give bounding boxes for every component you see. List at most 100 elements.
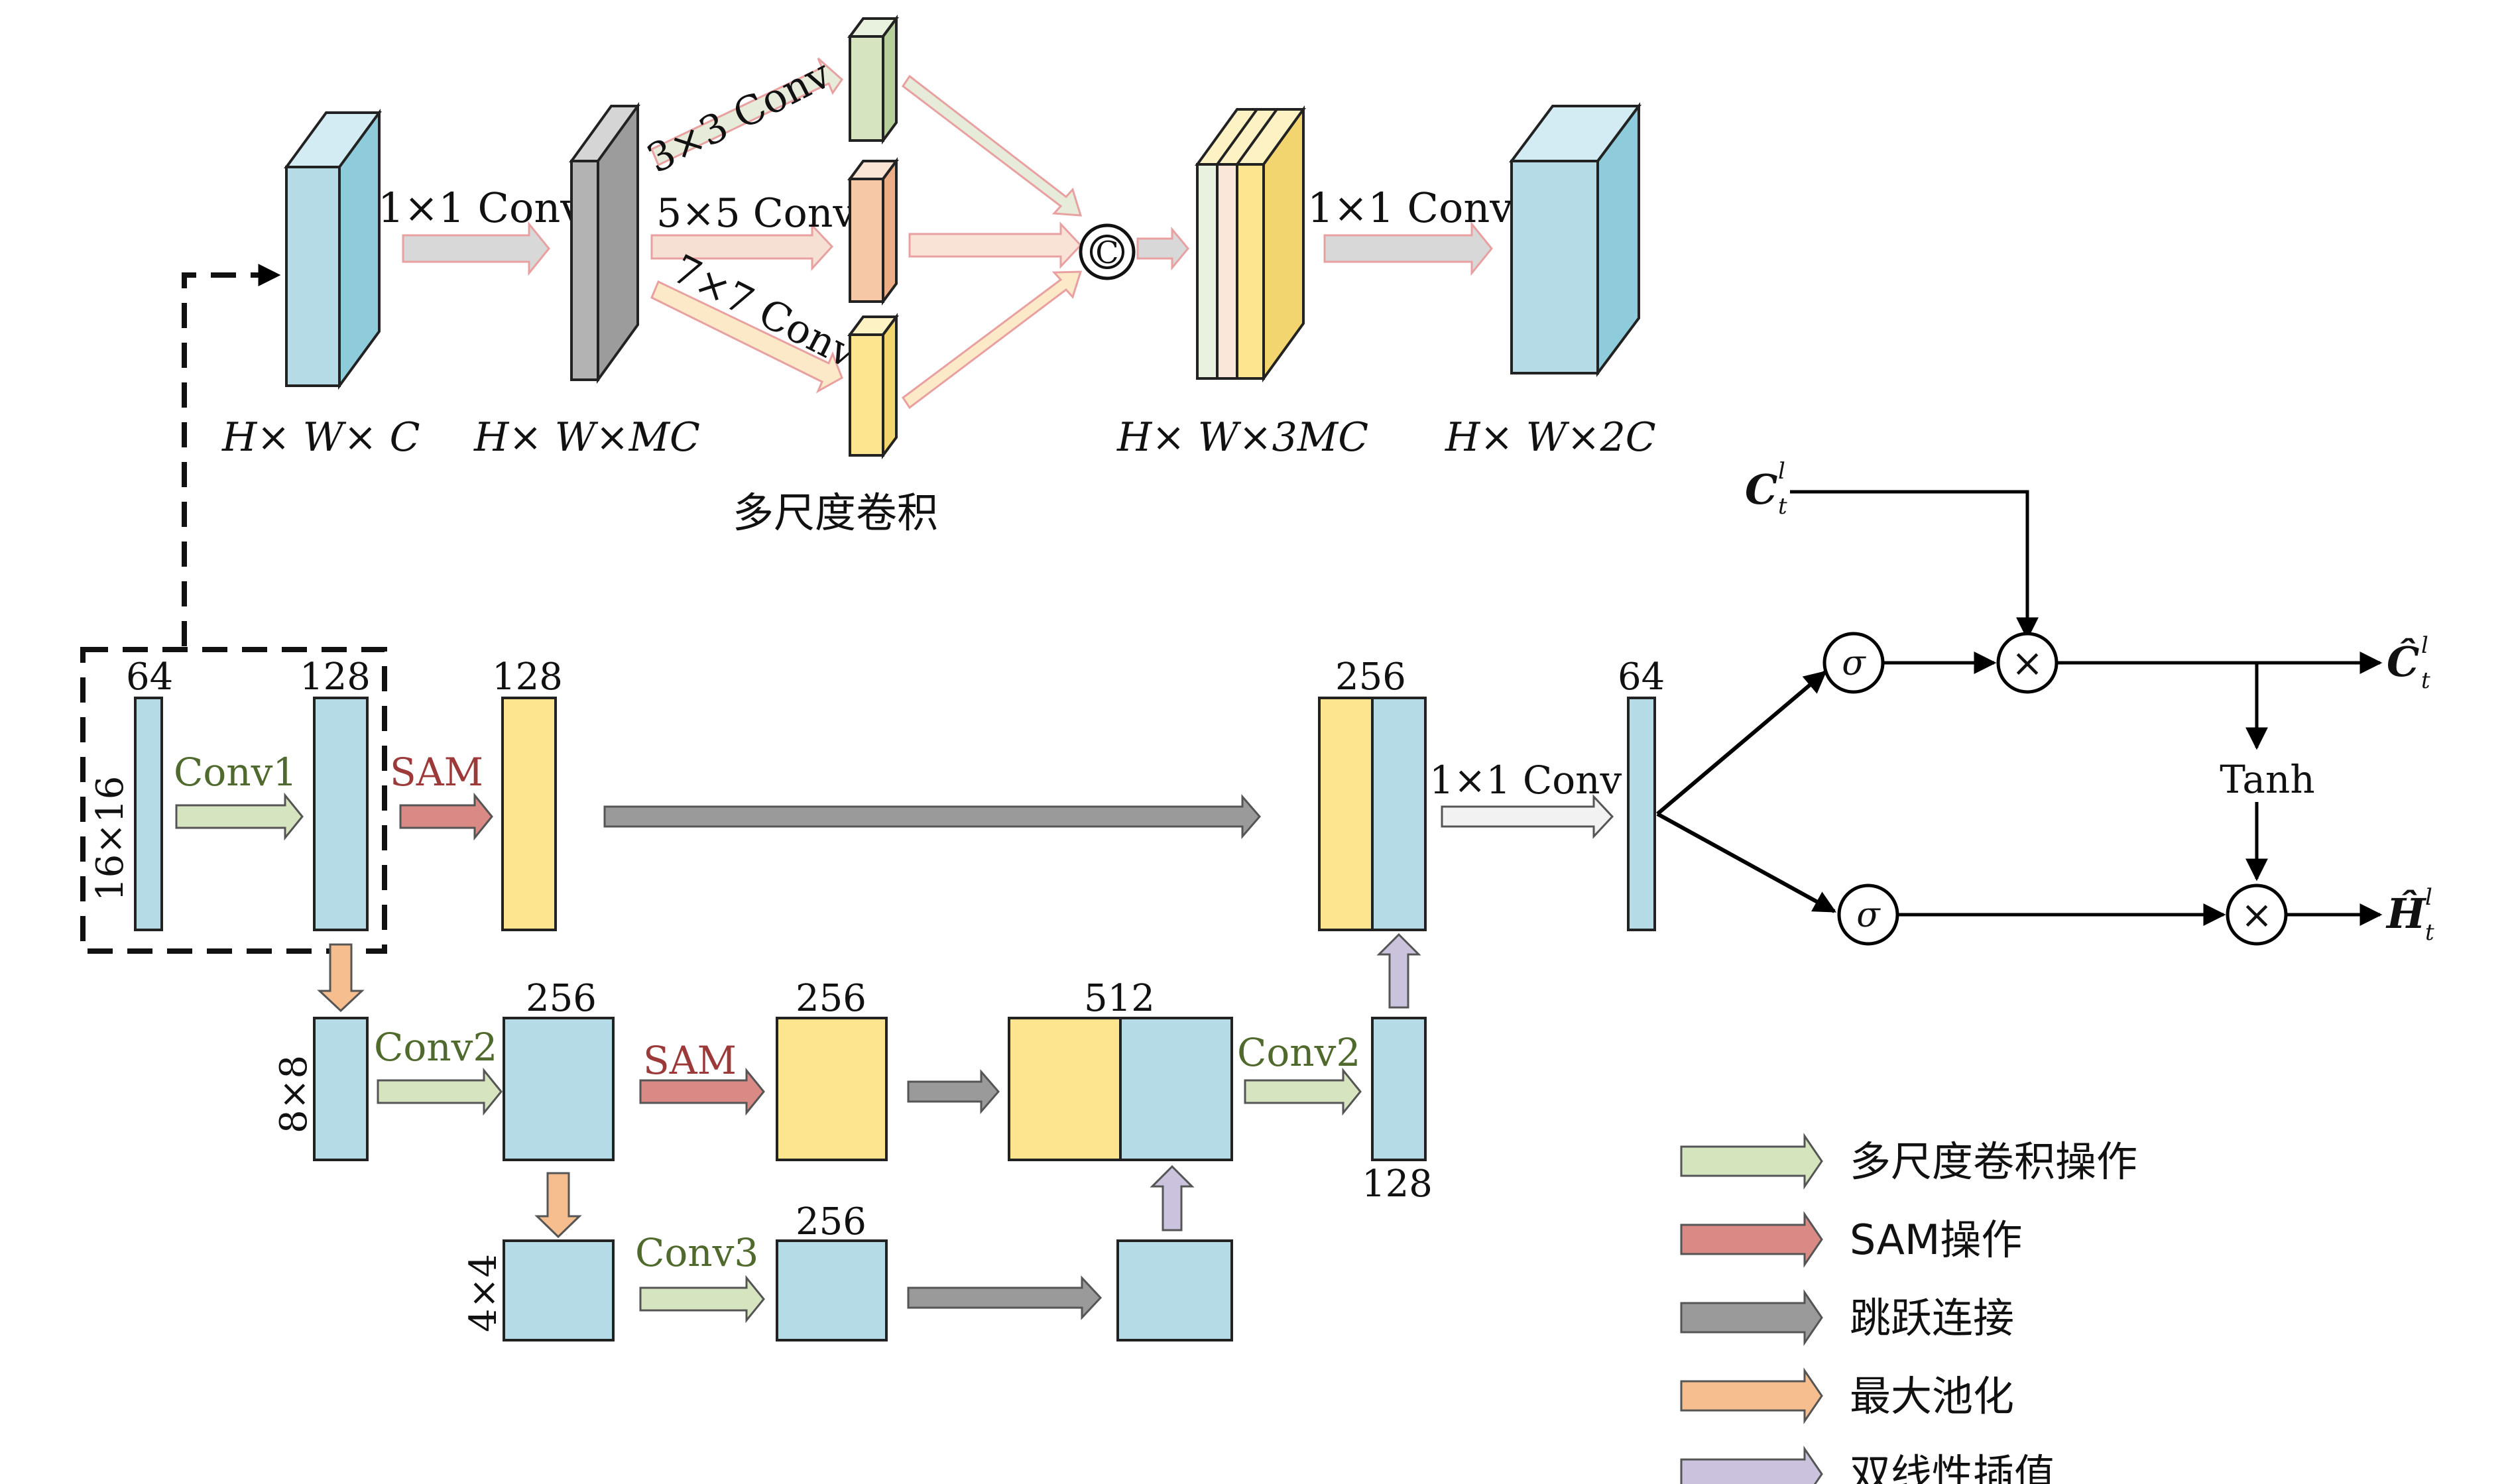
- l1-ch-out: 64: [1618, 656, 1665, 699]
- l2-ch-cat: 512: [1084, 977, 1155, 1020]
- l1-out-feature: [1627, 697, 1656, 931]
- l2-cat-blue: [1119, 1017, 1233, 1161]
- concat-node: [1079, 223, 1136, 280]
- l1-ch-in: 64: [126, 656, 173, 699]
- l1-ch-cat: 256: [1335, 656, 1406, 699]
- mult-top-label: ×: [2011, 640, 2044, 685]
- l2-cat-yellow: [1008, 1017, 1122, 1161]
- legend-label: 跳跃连接: [1850, 1294, 2014, 1342]
- concat-symbol-text: C: [1095, 235, 1118, 270]
- reduce-conv-arrow: [402, 221, 550, 276]
- l2-skip-arrow: [907, 1068, 1000, 1115]
- k5-conv-label: 5×5 Conv: [656, 190, 855, 237]
- h-out-sup: l: [2425, 884, 2432, 911]
- legend-label: 最大池化: [1850, 1372, 2014, 1420]
- legend-label: 多尺度卷积操作: [1850, 1137, 2137, 1186]
- l2-out-feature: [1371, 1017, 1427, 1161]
- l1-size-label: 16×16: [89, 776, 132, 901]
- to-concat-arrow-bottom: [901, 270, 1083, 410]
- l3-conv-arrow: [639, 1275, 765, 1324]
- l3-conv-label: Conv3: [635, 1230, 758, 1275]
- l1-input-feature: [134, 697, 163, 931]
- branch-arrow-7x7: [650, 280, 843, 394]
- l1-conv-arrow: [175, 792, 304, 841]
- unet: 64 16×16 Conv1 128 SAM 128 256 1×1 Conv …: [89, 656, 1665, 1341]
- legend-swatch: [1680, 1367, 1823, 1424]
- out-conv-label: 1×1 Conv: [1307, 184, 1513, 232]
- l3-conv-feature: [776, 1239, 888, 1341]
- module-caption: 多尺度卷积: [733, 488, 938, 537]
- l2-sam-feature: [776, 1017, 888, 1161]
- reduced-dim-label: H× W×MC: [473, 414, 700, 461]
- block-3x3: [847, 14, 899, 145]
- legend-swatch: [1680, 1211, 1823, 1268]
- sigma-top-label: σ: [1842, 644, 1866, 683]
- l2-conv-label: Conv2: [374, 1025, 497, 1070]
- input-block: [284, 108, 382, 390]
- output-block: [1509, 101, 1641, 378]
- c-in-label: C: [1745, 465, 1777, 514]
- l1-final-conv-arrow: [1441, 794, 1614, 839]
- legend-swatch: [1680, 1133, 1823, 1190]
- c-in-line: [1790, 490, 2039, 640]
- concat-dim-label: H× W×3MC: [1116, 414, 1368, 461]
- l1-sam-feature: [501, 697, 557, 931]
- h-out-sub: t: [2425, 919, 2434, 946]
- l1-final-conv-label: 1×1 Conv: [1429, 758, 1622, 803]
- l3-size-label: 4×4: [462, 1254, 505, 1332]
- legend-label: SAM操作: [1850, 1216, 2022, 1264]
- l2-sam-label: SAM: [643, 1038, 737, 1083]
- branch-arrow-3x3: [650, 57, 843, 167]
- l2-conv-out-arrow: [1244, 1067, 1362, 1116]
- mult-bottom-label: ×: [2241, 892, 2273, 937]
- output-dim-label: H× W×2C: [1445, 414, 1656, 461]
- branch-arrow-5x5: [650, 223, 834, 271]
- l1-ch-sam: 128: [492, 656, 563, 699]
- k3-conv-label: 3×3 Conv: [640, 51, 838, 183]
- l2-conv-out-label: Conv2: [1237, 1030, 1360, 1075]
- zoom-link: [80, 264, 387, 954]
- l3-up-feature: [1116, 1239, 1233, 1341]
- l2-ch-sam: 256: [796, 977, 866, 1020]
- legend-item: 多尺度卷积操作: [1680, 1133, 2137, 1190]
- zoom-region: [80, 647, 387, 954]
- multiscale-conv-module: 1×1 Conv 3×3 Conv 5×5 Conv 7×7 Conv: [221, 14, 1656, 537]
- l2-ch-conv: 256: [526, 977, 597, 1020]
- l1-ch-conv: 128: [300, 656, 371, 699]
- to-sigma-top-line: [1656, 670, 1827, 816]
- to-concat-arrow-mid: [908, 221, 1083, 269]
- gating-unit: C l t σ × Ĉ l t Tanh σ × Ĥ l t: [1656, 458, 2434, 946]
- c-in-sup: l: [1778, 458, 1785, 485]
- l1-conv-label: Conv1: [174, 750, 297, 795]
- to-concat-arrow-top: [901, 74, 1083, 217]
- l3-skip-arrow: [907, 1275, 1103, 1320]
- l2-conv-feature: [503, 1017, 615, 1161]
- upsample-arrow-2: [1150, 1165, 1195, 1231]
- upsample-arrow-1: [1376, 933, 1421, 1009]
- sigma-bottom-label: σ: [1856, 895, 1881, 935]
- legend-swatch: [1680, 1289, 1823, 1346]
- l2-input-feature: [313, 1017, 369, 1161]
- c-out-label: Ĉ: [2387, 638, 2419, 686]
- legend-item: 双线性插值: [1680, 1446, 2055, 1484]
- reduce-conv-label: 1×1 Conv: [378, 184, 583, 232]
- legend-item: 跳跃连接: [1680, 1289, 2014, 1346]
- l2-sam-arrow: [639, 1067, 765, 1116]
- legend-swatch: [1680, 1446, 1823, 1484]
- h-out-label: Ĥ: [2385, 889, 2427, 938]
- concat-out-arrow: [1136, 226, 1189, 271]
- tanh-label: Tanh: [2220, 757, 2314, 802]
- c-in-sub: t: [1778, 493, 1787, 520]
- block-5x5: [847, 156, 899, 306]
- c-out-sub: t: [2421, 667, 2430, 694]
- c-out-sup: l: [2421, 632, 2428, 659]
- concat-symbol: C: [1107, 261, 1108, 262]
- to-sigma-bottom-line: [1656, 812, 1836, 913]
- out-conv-arrow: [1323, 221, 1493, 276]
- l1-conv-feature: [313, 697, 369, 931]
- l2-size-label: 8×8: [272, 1055, 316, 1133]
- pool-arrow-2: [534, 1172, 582, 1239]
- input-dim-label: H× W× C: [221, 414, 420, 461]
- l1-skip-arrow: [603, 793, 1261, 840]
